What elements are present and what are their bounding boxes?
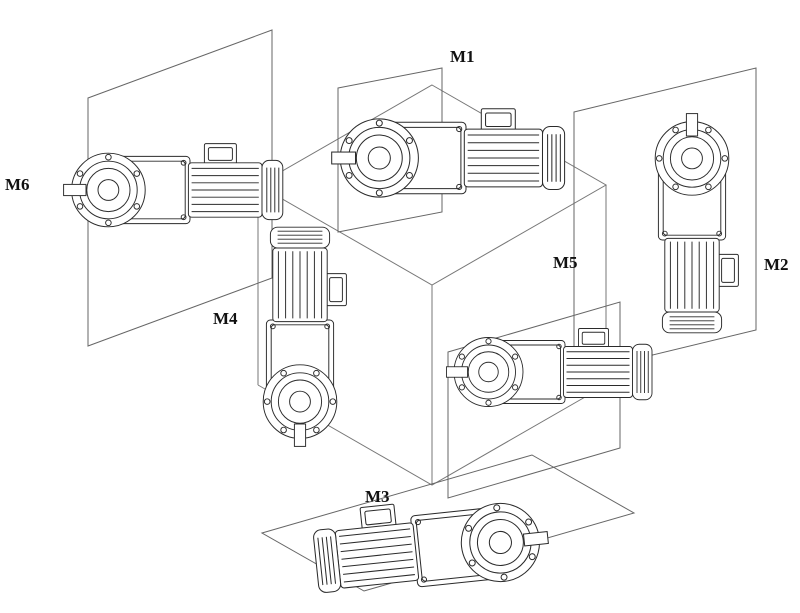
gearmotor-m6 <box>63 143 284 228</box>
gearmotor-m2 <box>654 113 739 334</box>
gearmotor-m3 <box>310 487 553 602</box>
label-m2: M2 <box>764 255 789 274</box>
mounting-planes <box>87 29 757 592</box>
mounting-plane-m2 <box>573 67 757 375</box>
label-m1: M1 <box>450 47 475 66</box>
mounting-plane-m6 <box>87 29 273 347</box>
label-m4: M4 <box>213 309 238 328</box>
gearmotor-m4 <box>262 226 347 447</box>
mounting-plane-m1 <box>337 67 443 233</box>
gearmotor-m5 <box>446 328 653 407</box>
mounting-plane-m5 <box>447 301 621 499</box>
label-m3: M3 <box>365 487 390 506</box>
label-m5: M5 <box>553 253 578 272</box>
gearmotor-m1 <box>331 108 566 198</box>
label-m6: M6 <box>5 175 30 194</box>
